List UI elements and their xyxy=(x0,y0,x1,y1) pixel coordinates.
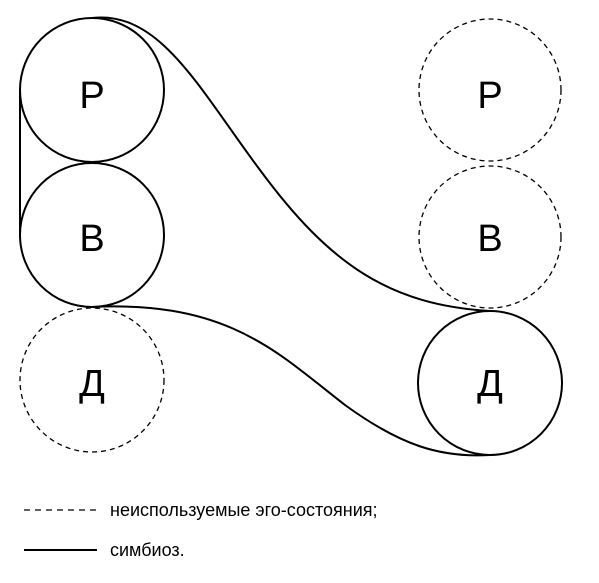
legend: неиспользуемые эго-состояния; симбиоз. xyxy=(24,500,378,560)
left-child-label: Д xyxy=(79,363,105,405)
right-adult-label: В xyxy=(477,218,502,260)
enclosure-lower-curve xyxy=(91,305,491,457)
left-parent-label: Р xyxy=(79,75,104,117)
right-person-ego-states: Р В Д xyxy=(417,18,563,456)
right-parent-circle xyxy=(418,18,562,162)
legend-symbiosis-text: симбиоз. xyxy=(110,540,185,560)
right-child-label: Д xyxy=(477,363,503,405)
left-child-circle xyxy=(19,307,165,453)
legend-unused-text: неиспользуемые эго-состояния; xyxy=(110,500,378,520)
left-adult-label: В xyxy=(79,218,104,260)
right-parent-label: Р xyxy=(477,75,502,117)
right-adult-circle xyxy=(418,165,562,309)
left-person-ego-states: Р В Д xyxy=(19,17,165,453)
symbiosis-enclosure xyxy=(19,16,491,457)
enclosure-upper-curve xyxy=(91,16,491,312)
